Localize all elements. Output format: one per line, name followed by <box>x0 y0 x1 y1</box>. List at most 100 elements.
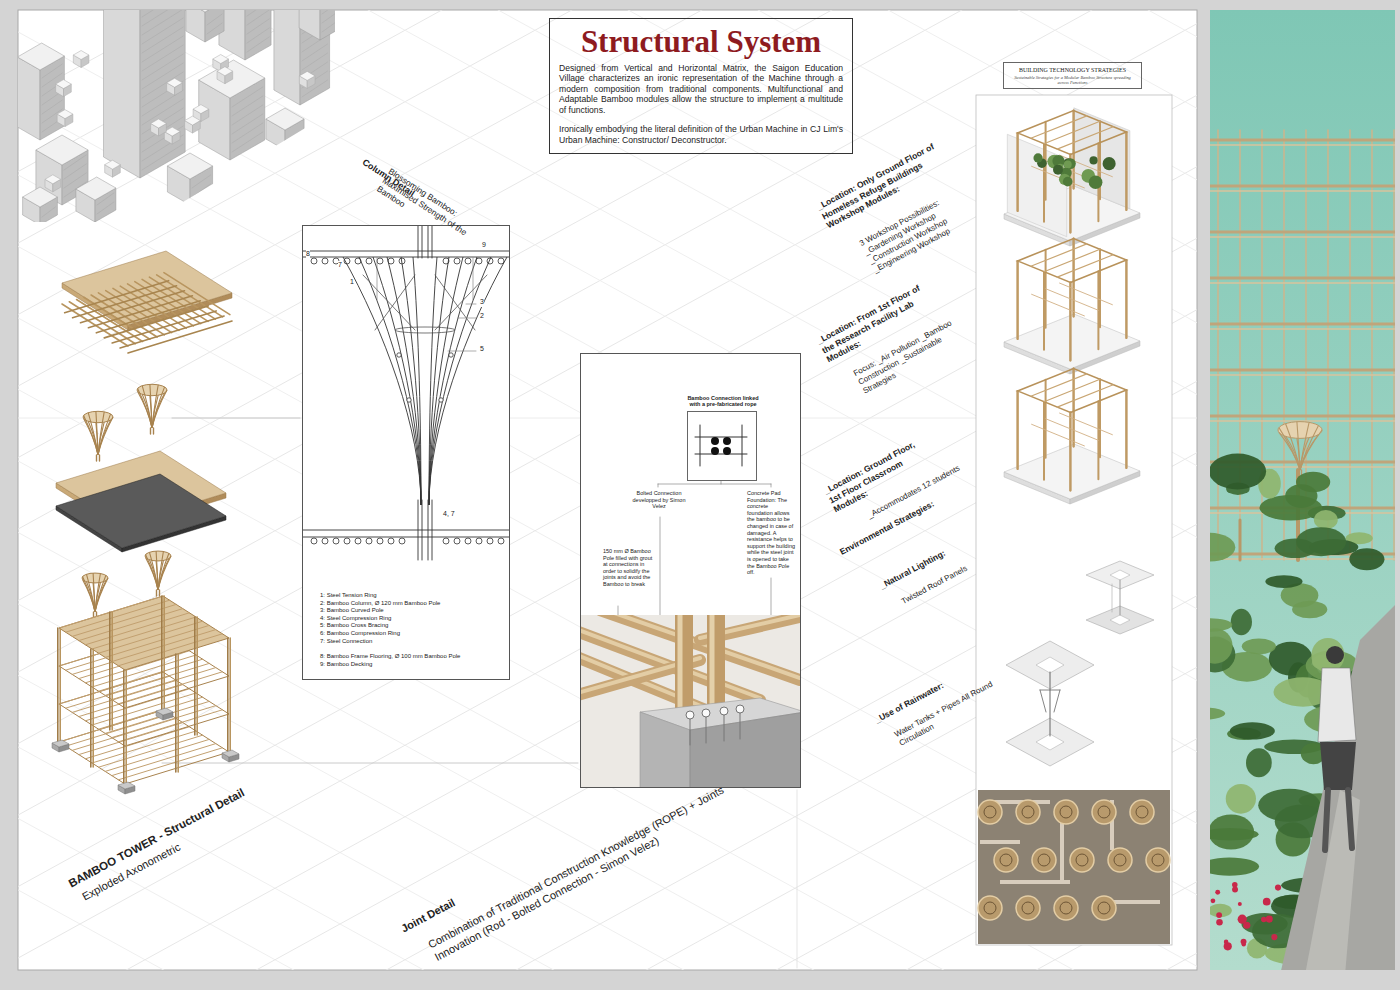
city-cube <box>57 110 73 119</box>
frame-slat <box>118 634 222 666</box>
column-pole <box>428 500 429 560</box>
concrete-path <box>1280 600 1395 970</box>
frame-pole <box>125 670 127 788</box>
poster-panel <box>18 10 1197 970</box>
frame-slat <box>105 701 209 733</box>
person-leg <box>1348 790 1352 848</box>
module-rail <box>1060 283 1113 305</box>
city-cube <box>151 119 167 128</box>
cross-bracing <box>363 275 415 330</box>
city-building <box>274 0 300 105</box>
module-plate <box>1004 314 1140 369</box>
grid-line <box>220 10 1197 970</box>
steel-rod <box>690 715 691 745</box>
city-building <box>274 0 330 10</box>
plan-blossom <box>1114 854 1126 866</box>
window-band <box>232 114 263 134</box>
pole-section <box>399 538 405 544</box>
window-band <box>64 164 86 179</box>
column-pole <box>422 226 423 258</box>
module-plant <box>1089 175 1103 189</box>
frame-pole <box>161 596 163 714</box>
poster-title: Structural System <box>559 24 843 60</box>
frame-slat <box>105 663 209 695</box>
floor-underside <box>56 474 226 548</box>
foliage <box>1210 814 1254 849</box>
module-post <box>1073 111 1075 189</box>
bolt-section <box>723 437 731 445</box>
city-cube <box>213 55 229 64</box>
floor-slat <box>73 286 177 318</box>
leader-line <box>658 484 659 487</box>
rope-connection-symbol <box>695 425 747 466</box>
frame-level <box>59 596 229 670</box>
leader-line <box>162 763 578 764</box>
plan-blossom <box>1092 896 1116 920</box>
flower-blossom <box>1238 902 1242 906</box>
tower-floor <box>1210 185 1395 188</box>
plan-blossom <box>1098 806 1110 818</box>
frame-pole <box>59 628 61 746</box>
plan-blossom <box>1130 800 1154 824</box>
module-plant <box>1053 165 1063 175</box>
tower-pole <box>1393 130 1395 560</box>
grid-line <box>18 10 1197 970</box>
curved-pole <box>429 257 477 505</box>
pole-section <box>476 538 482 544</box>
flower-blossom <box>1215 890 1220 895</box>
flower-blossom <box>1261 917 1267 923</box>
bamboo-line <box>742 425 743 466</box>
frame-slat <box>79 685 183 717</box>
frame-pole <box>163 596 165 714</box>
window-band <box>232 105 263 125</box>
city-building <box>140 0 185 178</box>
window-band <box>42 64 62 78</box>
frame-slat <box>118 672 222 704</box>
part-list-item: 4: Steel Compression Ring <box>320 615 391 622</box>
city-building <box>299 0 320 40</box>
grid-line <box>18 10 1197 970</box>
curved-pole <box>373 257 421 505</box>
plan-blossom <box>1098 902 1110 914</box>
frame-pole <box>194 617 196 735</box>
module-post <box>1069 283 1071 361</box>
leader-line <box>797 790 798 968</box>
module-post <box>1099 379 1101 457</box>
pole-section <box>333 538 339 544</box>
plan-blossom <box>1076 854 1088 866</box>
pole-section <box>366 538 372 544</box>
pole-section <box>476 258 482 264</box>
plan-blossom <box>1108 848 1132 872</box>
bolt-section <box>711 447 719 455</box>
frame-pole <box>57 628 59 746</box>
pole-section <box>498 538 504 544</box>
foliage <box>1259 495 1322 520</box>
connection-heading: Bamboo Connection linked with a pre-fabr… <box>682 395 764 408</box>
plan-blossom <box>978 800 1002 824</box>
cross-bracing <box>375 275 415 330</box>
module-post <box>1017 133 1019 211</box>
pole-section <box>322 538 328 544</box>
tower-floor <box>1210 369 1395 372</box>
module-post <box>1069 413 1071 491</box>
pole-section <box>377 538 383 544</box>
city-cube <box>105 160 121 169</box>
plan-blossom <box>984 902 996 914</box>
module-beam <box>1031 116 1087 138</box>
module-plant <box>1103 157 1116 170</box>
rain-opening <box>1036 657 1064 673</box>
floor-band <box>303 257 509 258</box>
callout-number: 7 <box>338 261 342 270</box>
part-list-item: 8: Bamboo Frame Flooring, Ø 100 mm Bambo… <box>320 653 460 660</box>
window-band <box>142 0 183 8</box>
module-post <box>1073 239 1075 317</box>
foliage <box>1230 722 1275 739</box>
plan-blossom <box>1016 800 1040 824</box>
tower-floor <box>1210 282 1395 284</box>
joint-detail-box: Bamboo Connection linked with a pre-fabr… <box>580 353 801 788</box>
plan-blossom <box>1022 902 1034 914</box>
city-cube <box>193 105 209 114</box>
city-building <box>245 0 271 60</box>
plan-wall <box>980 840 1020 844</box>
grid-line <box>18 10 1197 970</box>
